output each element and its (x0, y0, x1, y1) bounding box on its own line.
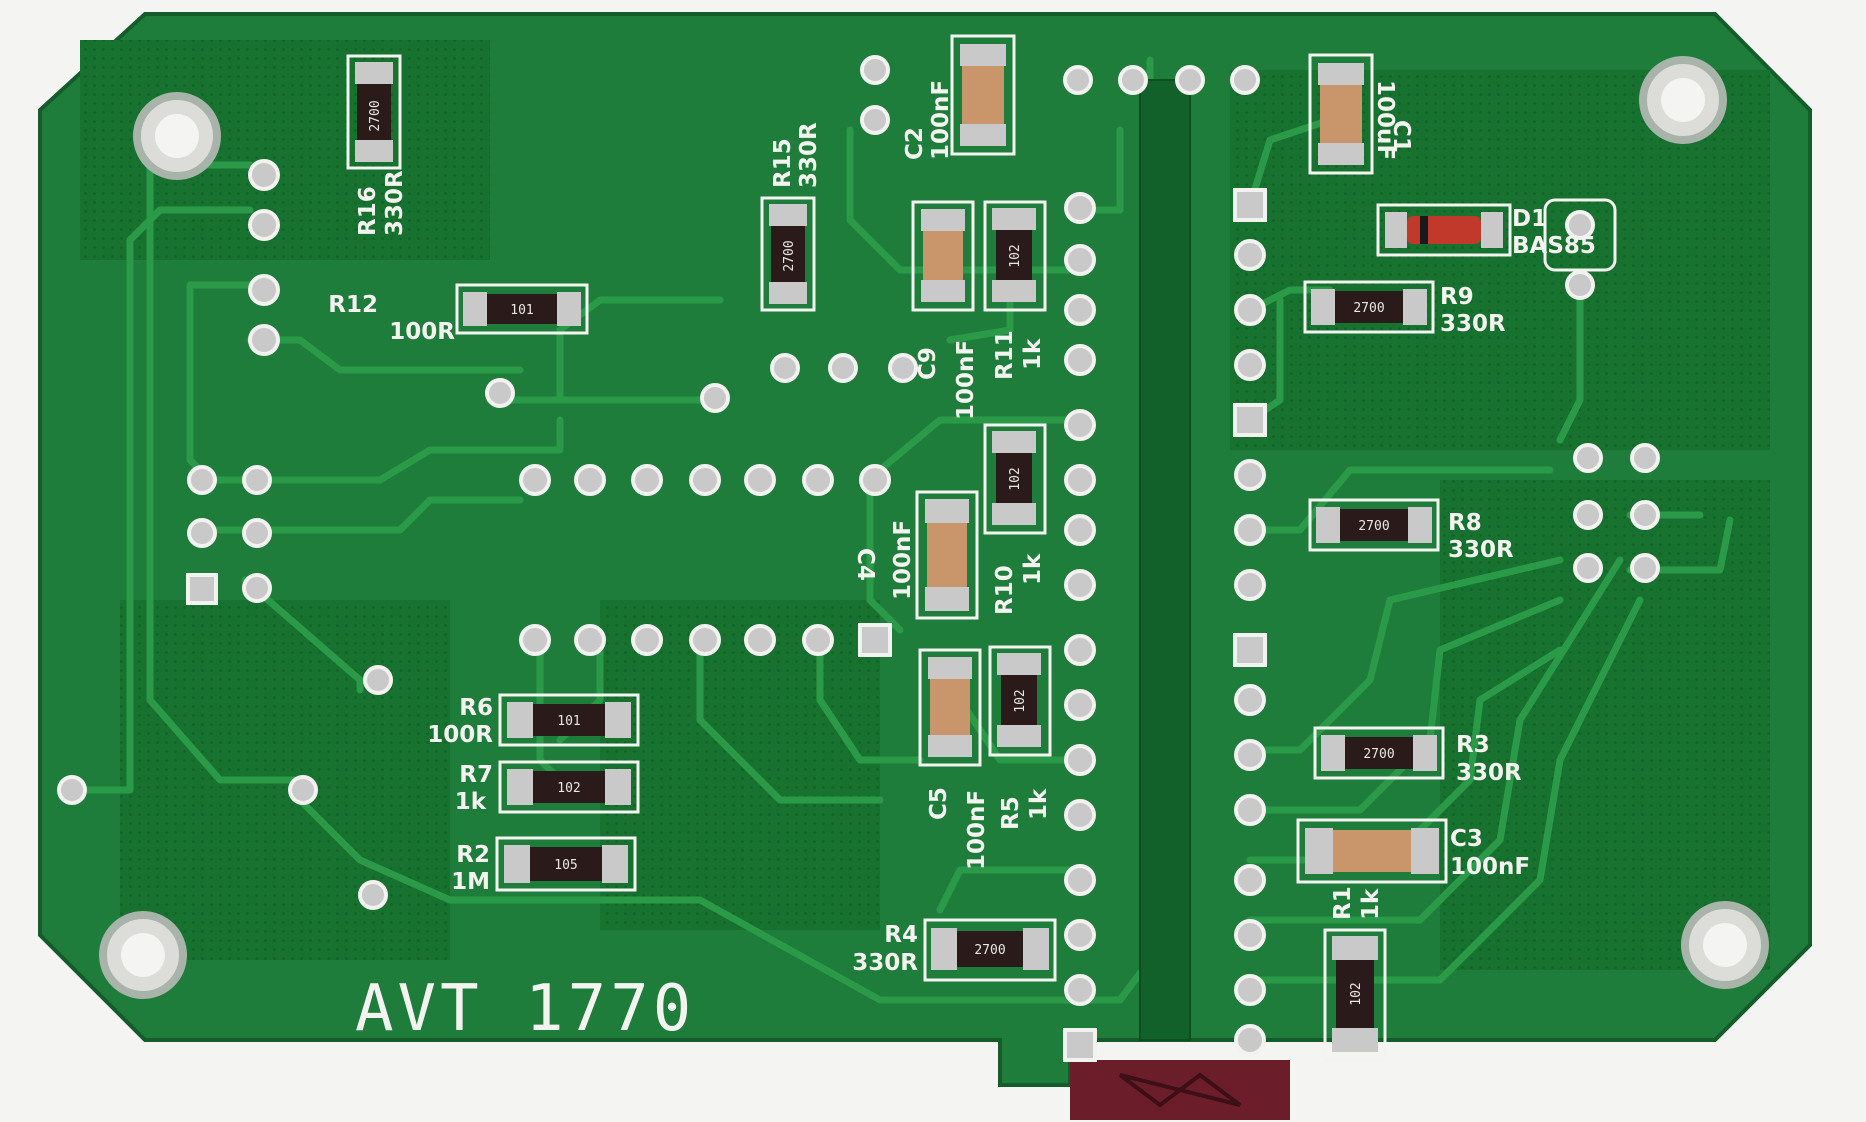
label-r1-value: 1k (1358, 888, 1384, 920)
resistor-r10: 102 (983, 423, 1047, 535)
label-r16-value: 330R (382, 170, 408, 236)
label-c1: C1 (1388, 120, 1414, 153)
capacitor-c2 (950, 34, 1016, 156)
resistor-r11: 102 (983, 200, 1047, 312)
smd-capacitors (911, 34, 1448, 884)
label-c4-value: 100nF (890, 520, 916, 600)
label-r1: R1 (1330, 886, 1356, 920)
resistor-code: 101 (557, 714, 580, 729)
resistor-r4: 2700 (923, 918, 1057, 982)
resistor-code: 2700 (1358, 519, 1389, 534)
label-r11-value: 1k (1020, 338, 1046, 370)
label-r15-value: 330R (796, 122, 822, 188)
label-r11: R11 (992, 330, 1018, 380)
silkscreen-labels: R16 330R R12 100R R15 330R C2 100nF C1 1… (328, 80, 1596, 976)
label-c3: C3 (1450, 826, 1483, 852)
resistor-code: 101 (510, 303, 533, 318)
label-r2-value: 1M (451, 869, 490, 895)
resistor-r12: 101 (455, 283, 589, 335)
center-bus (1139, 79, 1191, 1041)
label-r10-value: 1k (1020, 553, 1046, 585)
label-d1-value: BAS85 (1512, 233, 1596, 259)
resistor-code: 102 (557, 781, 580, 796)
diode-d1 (1376, 203, 1512, 257)
capacitor-c4 (915, 490, 979, 620)
label-r6-value: 100R (427, 722, 493, 748)
resistor-r15: 2700 (760, 196, 816, 312)
label-c9-value: 100nF (953, 340, 979, 420)
resistor-code: 2700 (974, 943, 1005, 958)
label-c1-value: 100uF (1372, 80, 1398, 160)
label-d1: D1 (1512, 206, 1547, 232)
label-r3-value: 330R (1456, 760, 1522, 786)
resistor-r1: 102 (1323, 928, 1387, 1062)
label-r12: R12 (328, 292, 378, 318)
label-c5-value: 100nF (964, 790, 990, 870)
label-r4: R4 (884, 922, 918, 948)
resistor-code: 2700 (1353, 301, 1384, 316)
label-r9-value: 330R (1440, 311, 1506, 337)
resistor-r6: 101 (498, 693, 640, 747)
label-r7-value: 1k (455, 789, 487, 815)
resistor-r5: 102 (988, 645, 1052, 757)
label-c2: C2 (902, 127, 928, 160)
label-r5: R5 (998, 796, 1024, 830)
resistor-r3: 2700 (1313, 726, 1445, 780)
resistor-code: 102 (1008, 244, 1023, 267)
resistor-code: 2700 (1363, 747, 1394, 762)
label-r10: R10 (992, 565, 1018, 615)
board-marking: AVT 1770 (355, 972, 695, 1046)
label-r8-value: 330R (1448, 537, 1514, 563)
label-r2: R2 (456, 842, 490, 868)
resistor-code: 102 (1349, 982, 1364, 1005)
capacitor-c9 (911, 200, 975, 312)
capacitor-c5 (918, 648, 982, 767)
label-r4-value: 330R (852, 950, 918, 976)
resistor-r2: 105 (495, 836, 637, 892)
label-c9: C9 (915, 347, 941, 380)
label-c2-value: 100nF (928, 80, 954, 160)
resistor-r16: 2700 (346, 54, 402, 170)
resistor-r8: 2700 (1308, 498, 1440, 552)
label-r9: R9 (1440, 284, 1474, 310)
label-c4: C4 (852, 548, 878, 581)
label-r12-value: 100R (389, 319, 455, 345)
label-r5-value: 1k (1026, 788, 1052, 820)
label-r7: R7 (459, 762, 493, 788)
resistor-code: 2700 (782, 240, 797, 271)
label-c3-value: 100nF (1450, 854, 1530, 880)
mounting-holes (99, 56, 1769, 999)
label-r3: R3 (1456, 732, 1490, 758)
label-r6: R6 (459, 695, 493, 721)
label-r8: R8 (1448, 510, 1482, 536)
resistor-code: 102 (1008, 467, 1023, 490)
resistor-code: 2700 (368, 100, 383, 131)
resistor-code: 105 (554, 858, 577, 873)
resistor-r9: 2700 (1303, 280, 1435, 334)
smd-resistors: 2700 101 2700 102 2700 102 (346, 54, 1445, 1062)
label-c5: C5 (926, 787, 952, 820)
resistor-code: 102 (1013, 689, 1028, 712)
capacitor-c3 (1296, 818, 1448, 884)
through-hole-pads (57, 55, 1660, 1062)
capacitor-c1 (1308, 53, 1374, 175)
resistor-r7: 102 (498, 760, 640, 814)
label-r16: R16 (355, 186, 381, 236)
label-r15: R15 (770, 138, 796, 188)
